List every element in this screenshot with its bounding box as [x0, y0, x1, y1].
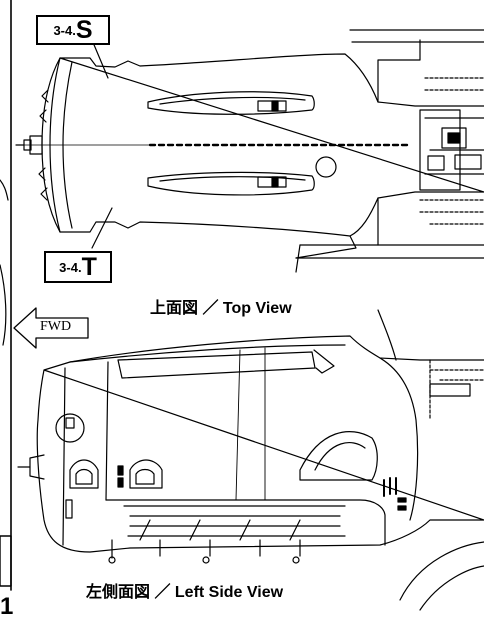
- side-view-caption: 左側面図 ／ Left Side View: [86, 584, 284, 601]
- callout-t-number: 3-4.: [59, 259, 82, 275]
- wing-leading-edge: [299, 431, 378, 481]
- side-spinner: [29, 454, 45, 480]
- page-number: 1: [0, 593, 14, 620]
- wheel-fairing: [399, 541, 484, 611]
- side-view-fuselage-outline: [36, 335, 484, 553]
- callout-t-letter: T: [81, 252, 97, 281]
- upper-intake: [147, 91, 315, 115]
- bump-mid: [129, 459, 163, 489]
- side-view-drawing: [17, 309, 484, 611]
- side-intake: [117, 351, 316, 379]
- callout-s: 3-4. S: [36, 15, 110, 45]
- top-view-caption: 上面図 ／ Top View: [150, 300, 292, 317]
- callout-t-leader: [91, 207, 113, 249]
- round-hatch: [315, 156, 337, 178]
- bump-front: [69, 459, 99, 489]
- callout-s-leader: [91, 39, 109, 79]
- fwd-arrow-outline: [13, 307, 89, 349]
- lower-intake: [147, 171, 315, 196]
- left-arrow-icon: FWD: [40, 319, 71, 335]
- callout-t: 3-4. T: [44, 251, 112, 283]
- fwd-label: FWD: [40, 319, 72, 334]
- top-view-fuselage-outline: [41, 53, 484, 237]
- top-view-drawing: [15, 29, 484, 273]
- side-oval-hatch: [55, 413, 85, 443]
- callout-s-letter: S: [75, 15, 93, 44]
- callout-s-number: 3-4.: [53, 22, 76, 38]
